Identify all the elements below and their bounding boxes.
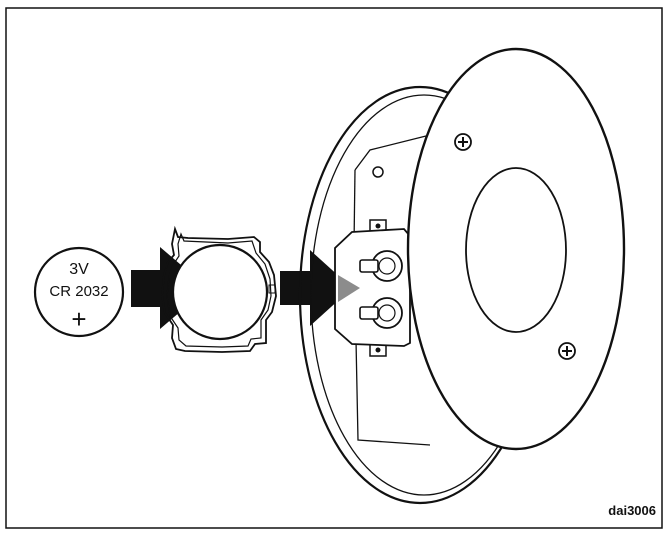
housing-hole: [372, 166, 384, 178]
screw-icon: [454, 133, 472, 151]
battery-model-label: CR 2032: [49, 283, 108, 300]
battery-contact-plate: [334, 219, 411, 357]
cover-center-recess: [465, 167, 567, 333]
battery-polarity-label: +: [71, 304, 86, 334]
battery-holder-clip: [161, 225, 277, 353]
arrow-right-icon: [280, 250, 352, 326]
screw-icon: [558, 342, 576, 360]
figure-code-label: dai3006: [608, 503, 656, 518]
remote-front-cover: [406, 47, 626, 451]
battery-voltage-label: 3V: [69, 261, 89, 278]
arrow-right-icon: [131, 247, 208, 329]
pointer-triangle-icon: [338, 275, 360, 302]
battery-coin: 3V CR 2032 +: [33, 246, 125, 338]
